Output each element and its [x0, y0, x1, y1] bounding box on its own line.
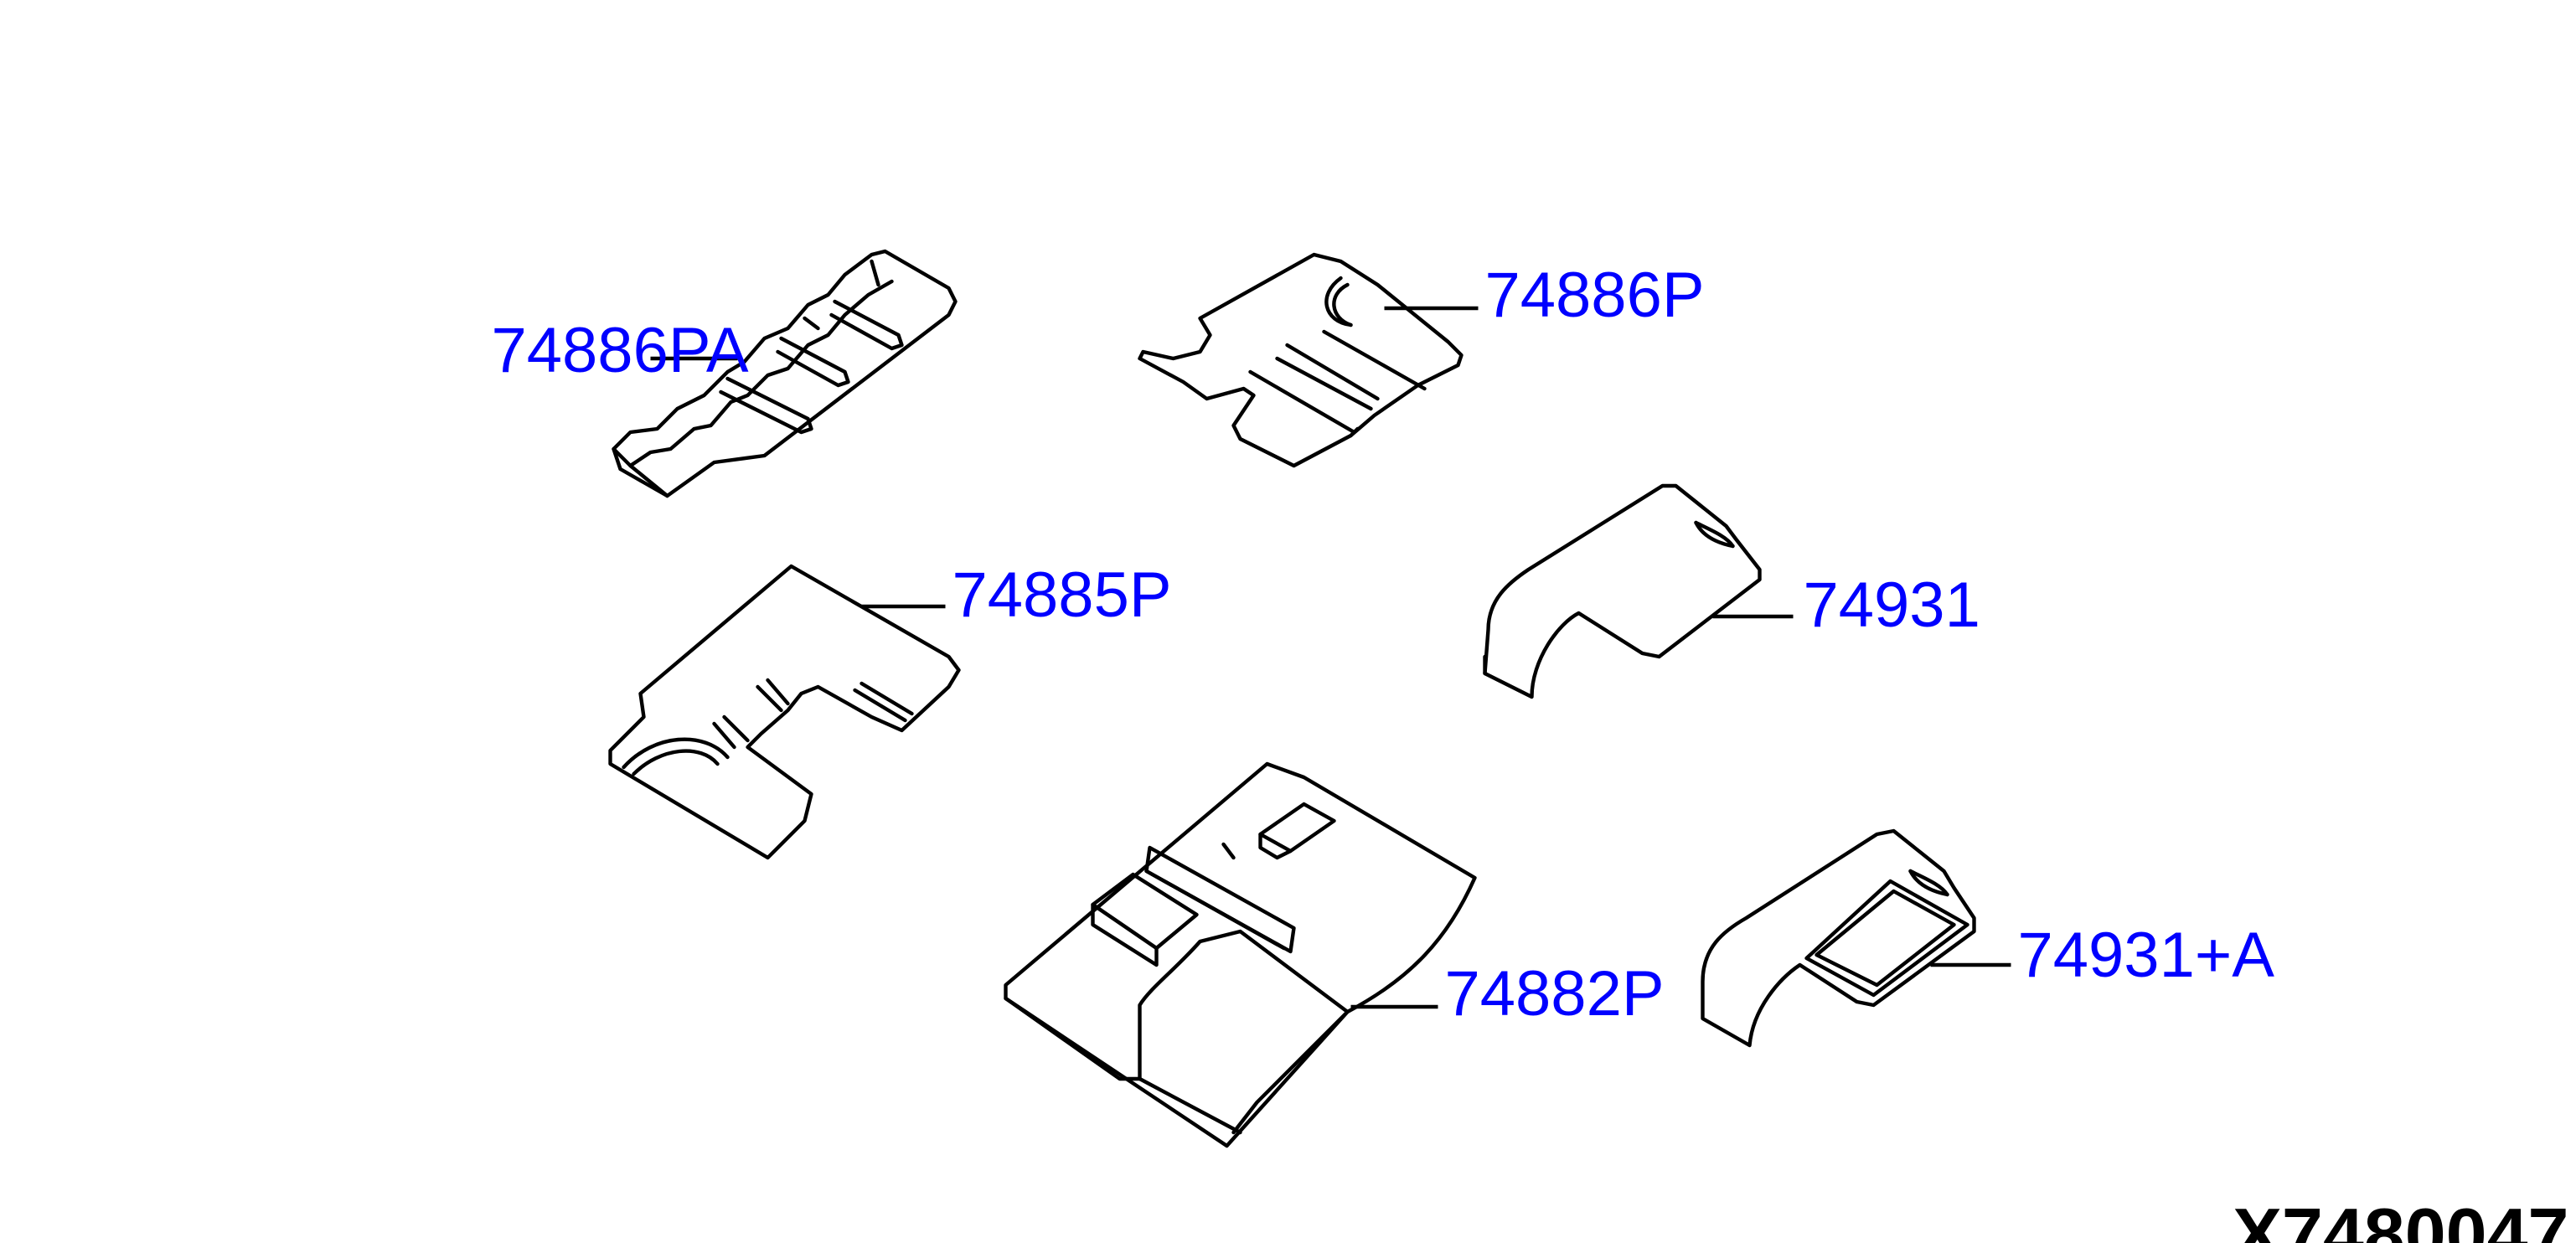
callout-74931[interactable]: 74931 — [1804, 570, 1980, 641]
callout-74886pa[interactable]: 74886PA — [492, 315, 749, 386]
part-74886p-drawing — [1138, 252, 1464, 468]
part-74931-drawing — [1483, 483, 1762, 699]
part-74931a-drawing — [1701, 828, 1976, 1048]
part-74885p-drawing — [608, 564, 961, 860]
callout-74885p[interactable]: 74885P — [952, 560, 1172, 631]
part-74882p-drawing — [1004, 761, 1477, 1148]
diagram-id: X7480047 — [2233, 1193, 2568, 1243]
leader-lines — [650, 306, 2011, 1009]
callout-74886p[interactable]: 74886P — [1485, 260, 1705, 331]
callout-74882p[interactable]: 74882P — [1445, 958, 1665, 1029]
part-74886pa-drawing — [612, 249, 958, 498]
callout-74931a[interactable]: 74931+A — [2018, 920, 2275, 991]
